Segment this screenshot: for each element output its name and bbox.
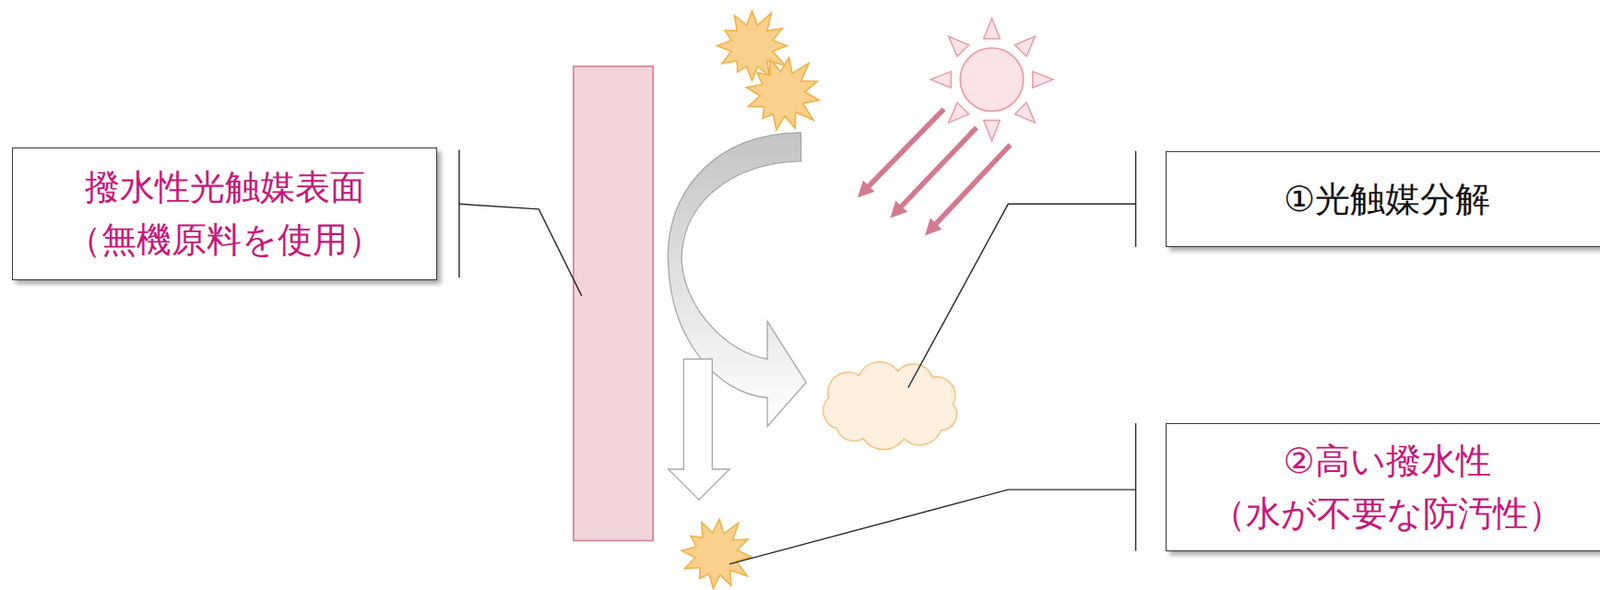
dirt-particle — [740, 51, 826, 137]
sun-ray — [1015, 30, 1042, 57]
sun-ray — [1032, 71, 1054, 88]
leader-line — [908, 203, 1137, 388]
box-note: （水が不要な防汚性） — [1210, 487, 1564, 541]
light-ray — [863, 108, 944, 192]
box-heading: 撥水性光触媒表面 — [84, 161, 366, 214]
sun-ray — [983, 18, 1001, 39]
light-ray — [896, 127, 977, 213]
bracket-line — [1135, 423, 1137, 551]
label-box: ②高い撥水性（水が不要な防汚性） — [1165, 423, 1600, 552]
box-note: （無機原料を使用） — [66, 213, 383, 267]
sun-ray — [930, 71, 951, 88]
leader-line — [459, 203, 582, 297]
sun-ray — [942, 30, 969, 57]
decomposed-cloud — [823, 362, 958, 451]
leader-line — [729, 489, 1136, 565]
box-heading: ①光触媒分解 — [1283, 173, 1491, 226]
surface-wall — [573, 66, 653, 542]
sun-disc — [960, 47, 1024, 112]
down-arrow — [668, 358, 730, 500]
sun-symbol — [930, 18, 1054, 142]
label-box: 撥水性光触媒表面（無機原料を使用） — [11, 147, 438, 281]
box-heading: ②高い撥水性 — [1282, 435, 1491, 488]
light-ray — [930, 144, 1010, 230]
light-rays — [863, 108, 1010, 230]
label-box: ①光触媒分解 — [1165, 151, 1600, 248]
bracket-line — [1135, 151, 1137, 248]
sun-ray — [1015, 102, 1042, 129]
bracket-line — [458, 150, 460, 278]
leader-lines — [459, 150, 1137, 565]
dirt-particle — [678, 516, 755, 590]
sun-rays — [930, 18, 1054, 142]
sun-ray — [942, 102, 969, 129]
sun-ray — [983, 120, 1001, 142]
